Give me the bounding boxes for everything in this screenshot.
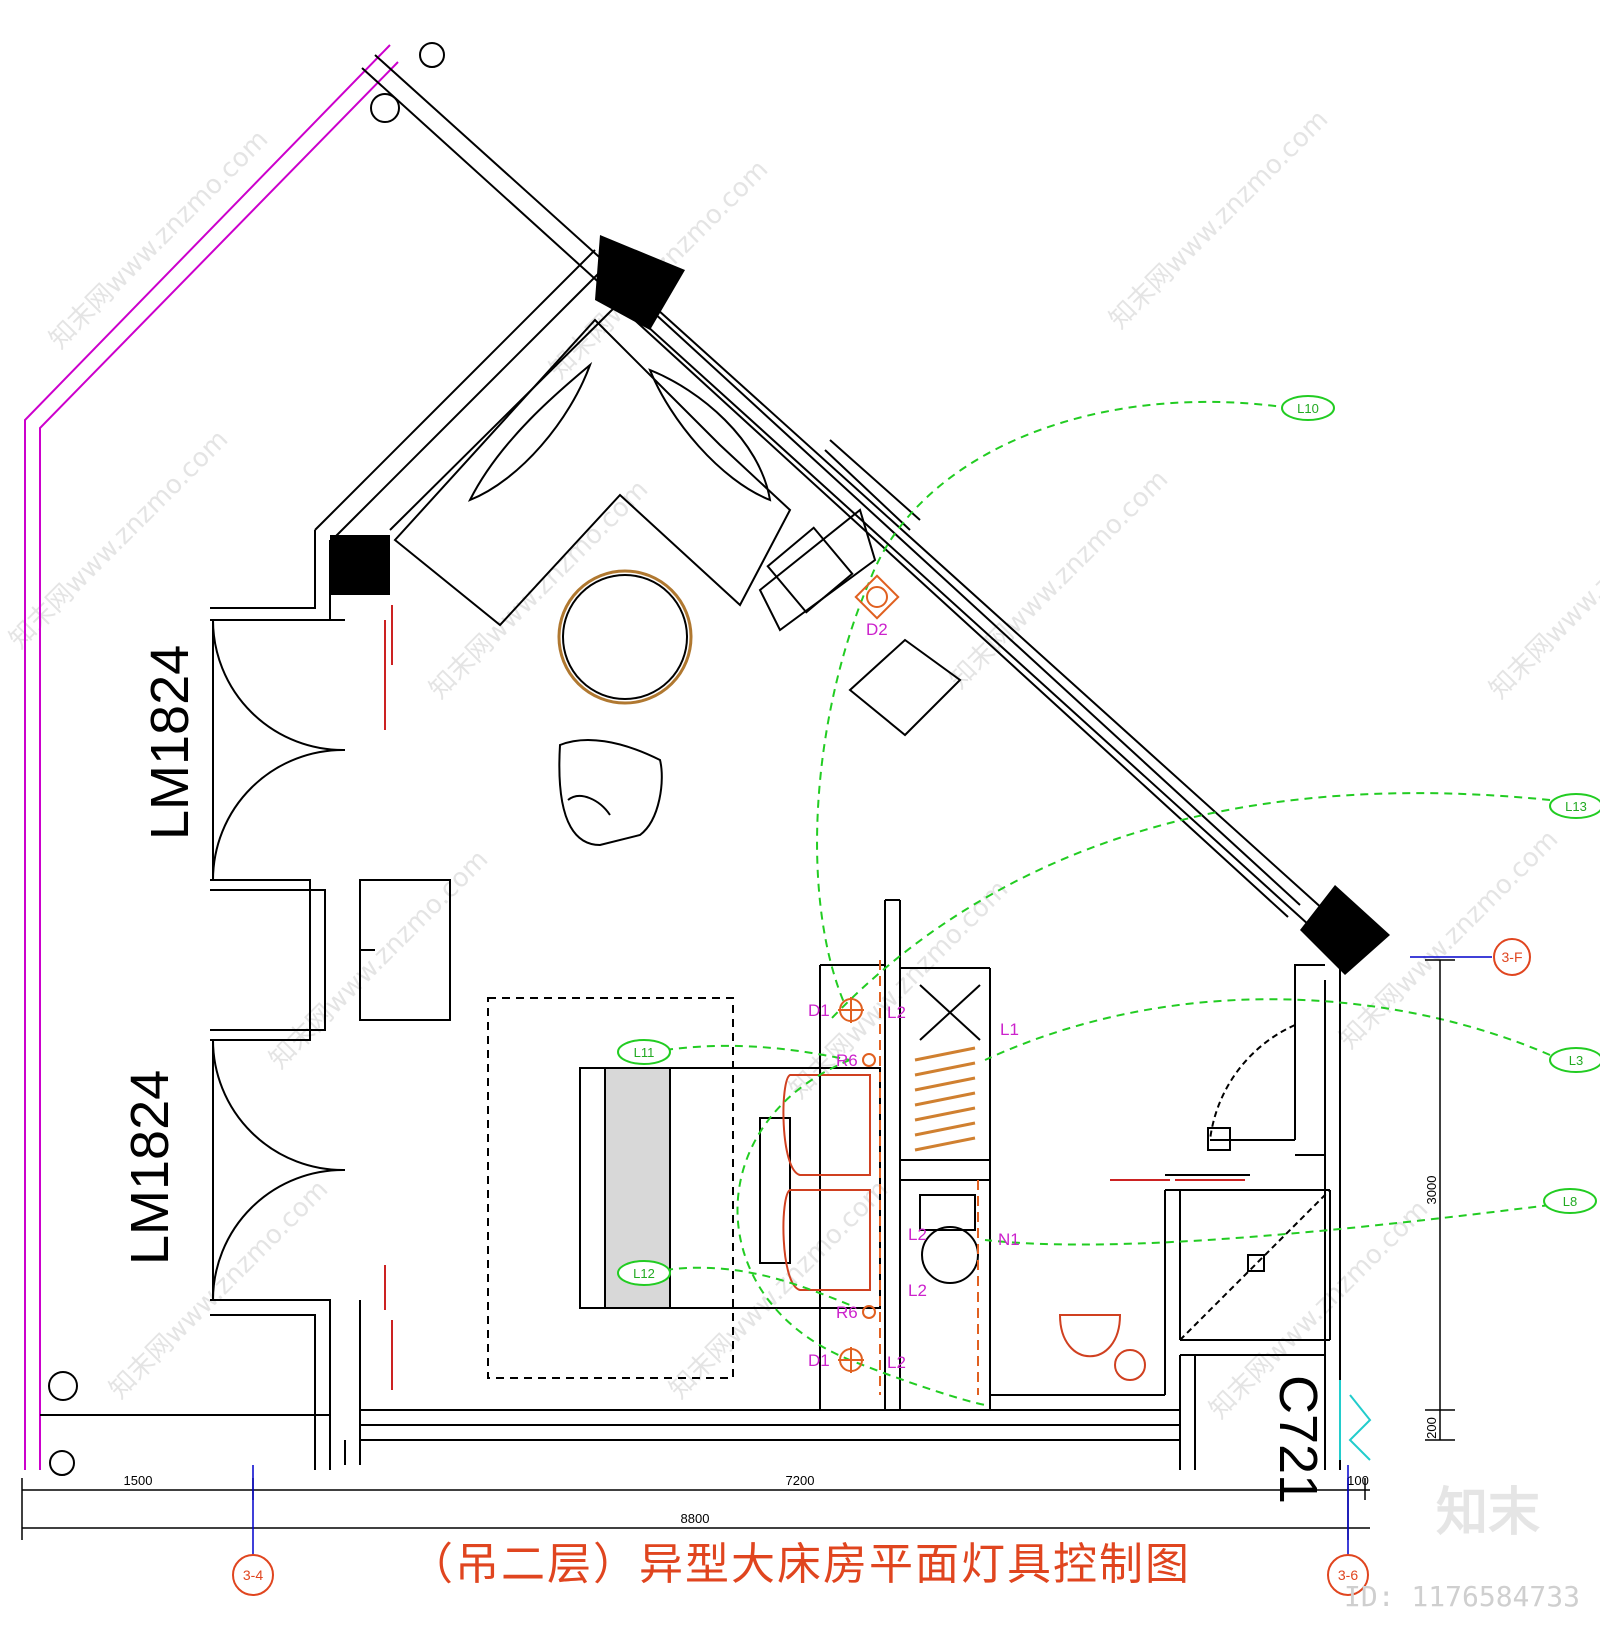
- drawing-title: （吊二层）异型大床房平面灯具控制图: [409, 1539, 1191, 1590]
- label-l2: L2: [887, 1353, 906, 1372]
- tag-l10-ellipse: [1281, 395, 1335, 421]
- reading-light-icon: [862, 1305, 876, 1319]
- entry-door: [1207, 1024, 1296, 1151]
- tag-l3: L3: [1569, 1053, 1583, 1068]
- walls: [40, 54, 1341, 1470]
- watermark-layer: 知末网www.znzmo.com 知末网www.znzmo.com 知末网www…: [4, 104, 1600, 1425]
- brand-logo: 知末: [1435, 1483, 1540, 1543]
- dim-8800: 8800: [681, 1511, 710, 1526]
- dim-7200: 7200: [786, 1473, 815, 1488]
- door-label-lm1824: LM1824: [120, 1070, 180, 1265]
- label-d2: D2: [866, 620, 888, 639]
- tag-l11: L11: [634, 1045, 655, 1060]
- axis-label-left: 3-4: [243, 1567, 263, 1583]
- axis-grid: [252, 956, 1492, 1555]
- circuit-l11-path: [664, 1044, 851, 1061]
- reading-light-icon: [862, 1053, 876, 1067]
- circuit-l10-path: [816, 400, 1291, 1006]
- structural-columns: [330, 235, 1390, 975]
- window-label-c721: C721: [1268, 1375, 1328, 1504]
- label-r6: R6: [836, 1303, 858, 1322]
- tag-l13: L13: [1565, 799, 1587, 814]
- column-top: [595, 235, 685, 330]
- circuit-arc: [736, 1059, 986, 1406]
- circuit-l12-path: [664, 1266, 851, 1306]
- label-d1: D1: [808, 1001, 830, 1020]
- label-r6: R6: [836, 1051, 858, 1070]
- balcony-doors: [212, 619, 346, 1301]
- column-right: [1300, 885, 1390, 975]
- dim-3000: 3000: [1424, 1176, 1439, 1205]
- label-n1: N1: [998, 1230, 1020, 1249]
- tag-l3-ellipse: [1549, 1047, 1600, 1073]
- downlight-d2-icon: [854, 574, 900, 620]
- watermark: 知末网www.znzmo.com: [4, 424, 235, 655]
- tag-l8-ellipse: [1543, 1188, 1597, 1214]
- dim-1500: 1500: [124, 1473, 153, 1488]
- watermark: 知末网www.znzmo.com: [944, 464, 1175, 695]
- circuit-l13-path: [829, 792, 1551, 1021]
- watermark: 知末网www.znzmo.com: [44, 124, 275, 355]
- radiators: [384, 605, 1245, 1390]
- dimension-lines: [21, 959, 1455, 1540]
- tag-l13-ellipse: [1549, 793, 1600, 819]
- tag-l12: L12: [633, 1266, 655, 1281]
- axis-bubble-right: [1327, 1554, 1369, 1596]
- axis-bubble-top: [1493, 938, 1531, 976]
- tag-l11-ellipse: [617, 1039, 671, 1065]
- window-glazing: [1339, 1380, 1372, 1461]
- column-left: [330, 535, 390, 595]
- label-l2: L2: [908, 1225, 927, 1244]
- axis-label-top: 3-F: [1502, 949, 1523, 965]
- label-l1: L1: [1000, 1020, 1019, 1039]
- document-id: ID: 1176584733: [1343, 1580, 1580, 1613]
- drain-markers: [48, 42, 445, 1476]
- circuit-l3-path: [984, 998, 1551, 1061]
- tag-l12-ellipse: [617, 1260, 671, 1286]
- circuit-tags: [617, 395, 1600, 1286]
- axis-bubble-left: [232, 1554, 274, 1596]
- label-d1: D1: [808, 1351, 830, 1370]
- tag-l10: L10: [1297, 401, 1319, 416]
- door-label-lm1824: LM1824: [140, 645, 200, 840]
- watermark: 知末网www.znzmo.com: [1484, 474, 1600, 705]
- circuit-l8-path: [984, 1204, 1551, 1246]
- wardrobe-hangers: [914, 1046, 976, 1152]
- light-fixtures: [838, 574, 979, 1395]
- downlight-d2-core: [866, 586, 888, 608]
- tag-l8: L8: [1563, 1194, 1577, 1209]
- glass-curtain-wall: [24, 44, 399, 1470]
- watermark: 知末网www.znzmo.com: [424, 474, 655, 705]
- label-l2: L2: [887, 1003, 906, 1022]
- axis-label-right: 3-6: [1338, 1567, 1358, 1583]
- dim-100: 100: [1347, 1473, 1369, 1488]
- watermark: 知末网www.znzmo.com: [1104, 104, 1335, 335]
- dim-200: 200: [1424, 1417, 1439, 1439]
- lighting-circuits: [664, 400, 1551, 1406]
- label-l2: L2: [908, 1281, 927, 1300]
